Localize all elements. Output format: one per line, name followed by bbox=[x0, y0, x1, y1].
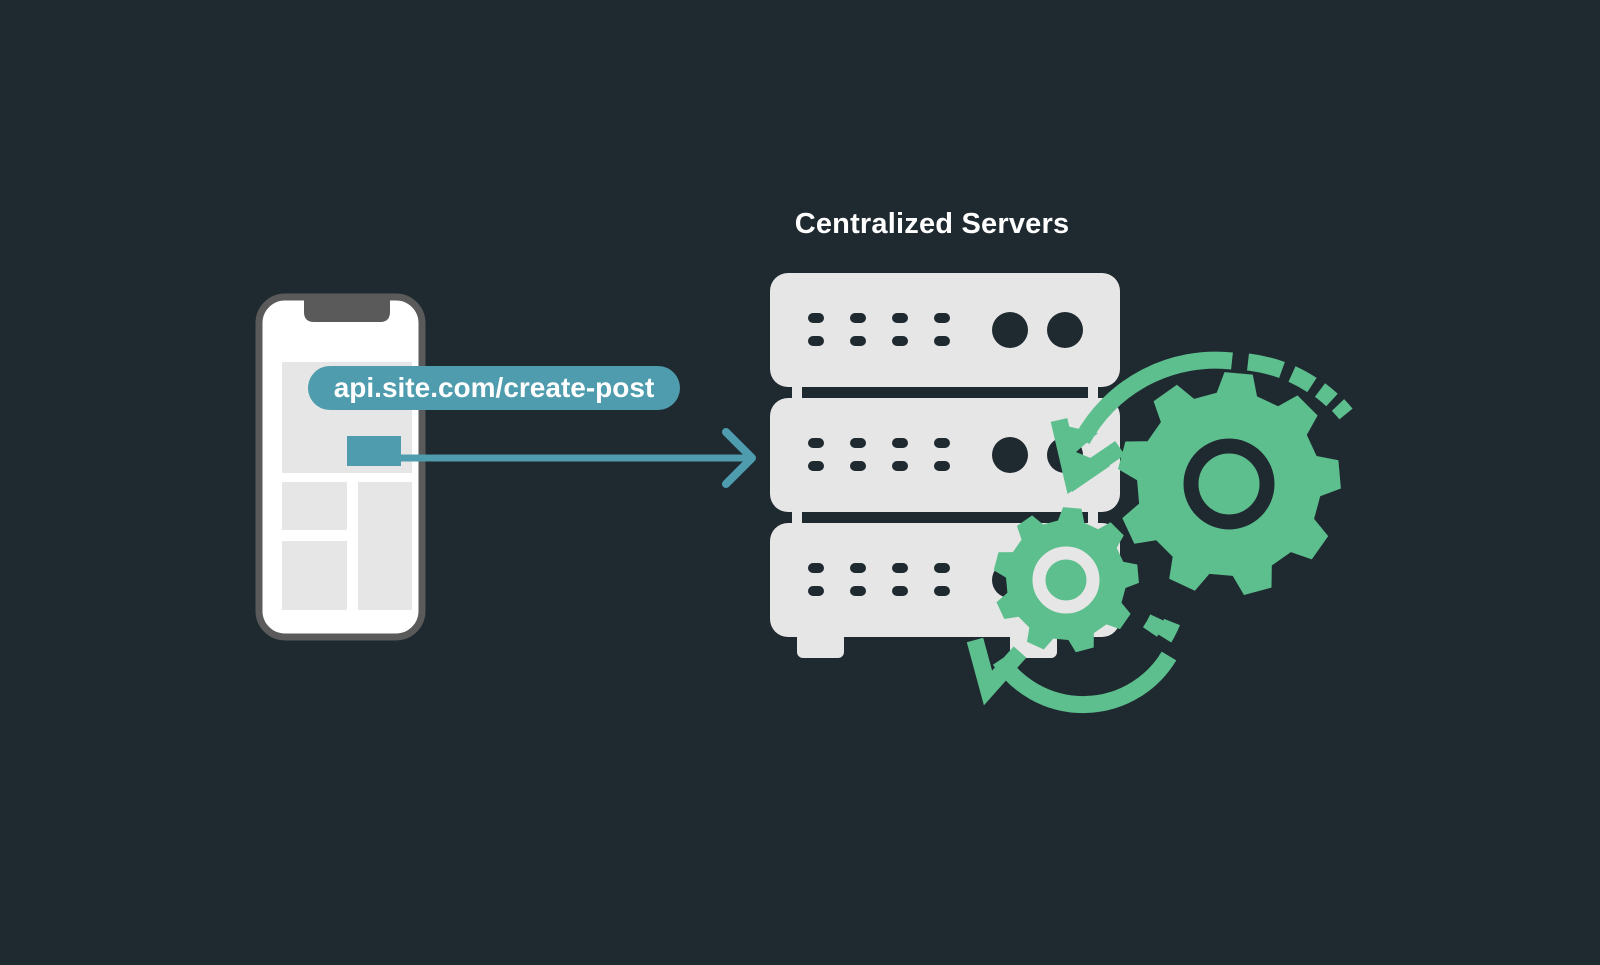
server-vent-slot bbox=[934, 438, 950, 448]
small-gear-hub bbox=[1032, 546, 1100, 614]
cycle-arrow-top bbox=[1074, 351, 1233, 445]
server-vent-slot bbox=[808, 563, 824, 573]
gear-body bbox=[1118, 372, 1341, 595]
arrow-head-icon bbox=[722, 428, 756, 488]
server-vent-slot bbox=[892, 563, 908, 573]
server-vent-slot bbox=[934, 313, 950, 323]
small-gear-icon bbox=[993, 507, 1139, 653]
large-gear-icon bbox=[1118, 372, 1341, 595]
request-arrow bbox=[347, 428, 756, 488]
server-title: Centralized Servers bbox=[794, 208, 1070, 240]
phone-notch bbox=[304, 300, 390, 322]
server-vent-slot bbox=[934, 461, 950, 471]
large-gear-hub bbox=[1183, 438, 1275, 530]
server-vent-slot bbox=[850, 438, 866, 448]
server-vent-slot bbox=[892, 461, 908, 471]
server-status-light bbox=[992, 437, 1028, 473]
server-vent-slot bbox=[808, 586, 824, 596]
server-vent-slot bbox=[808, 336, 824, 346]
phone-content-block bbox=[358, 482, 412, 610]
cycle-arrowhead-top-icon bbox=[1050, 418, 1125, 495]
server-vent-slot bbox=[808, 461, 824, 471]
server-vent-slot bbox=[892, 586, 908, 596]
server-vent-slot bbox=[850, 586, 866, 596]
server-vent-slot bbox=[850, 461, 866, 471]
server-vent-slot bbox=[934, 563, 950, 573]
server-vent-slot bbox=[808, 313, 824, 323]
endpoint-label: api.site.com/create-post bbox=[308, 366, 680, 410]
cycle-dashes-bottom bbox=[1142, 614, 1180, 643]
server-vent-slot bbox=[934, 586, 950, 596]
gear-body bbox=[993, 507, 1139, 653]
server-status-light bbox=[992, 312, 1028, 348]
phone-content-block bbox=[282, 482, 347, 530]
server-unit-body bbox=[770, 398, 1120, 512]
smartphone-icon bbox=[255, 293, 426, 641]
server-vent-slot bbox=[850, 563, 866, 573]
server-vent-slot bbox=[934, 336, 950, 346]
server-vent-slot bbox=[892, 438, 908, 448]
server-vent-slot bbox=[850, 336, 866, 346]
server-rack-icon bbox=[770, 273, 1120, 658]
cycle-dashes-top bbox=[1246, 353, 1353, 420]
request-source-button bbox=[347, 436, 401, 466]
cycle-arrowhead-bottom-icon bbox=[966, 637, 1027, 706]
cycle-arrow-bottom bbox=[992, 651, 1177, 714]
server-unit-body bbox=[770, 273, 1120, 387]
server-status-light bbox=[1047, 312, 1083, 348]
server-vent-slot bbox=[808, 438, 824, 448]
server-vent-slot bbox=[892, 313, 908, 323]
server-unit bbox=[770, 398, 1120, 512]
gears-cycle-icon bbox=[966, 351, 1353, 714]
server-unit bbox=[770, 273, 1120, 387]
phone-content-block bbox=[282, 541, 347, 610]
server-vent-slot bbox=[892, 336, 908, 346]
server-vent-slot bbox=[850, 313, 866, 323]
